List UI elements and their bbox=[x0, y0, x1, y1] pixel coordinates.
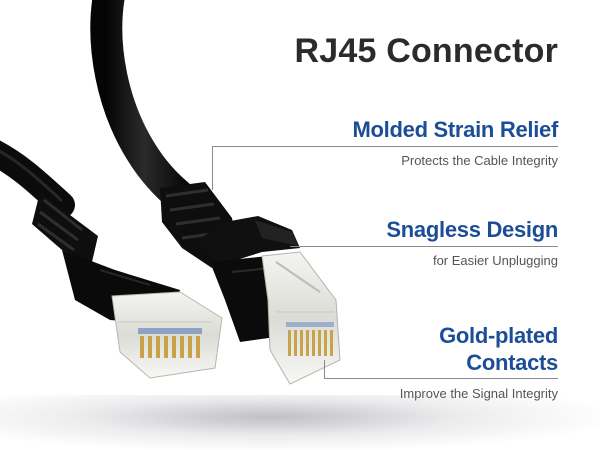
feature-strain-relief: Molded Strain Relief Protects the Cable … bbox=[352, 116, 559, 168]
feature-heading-line1: Gold-plated bbox=[439, 323, 558, 348]
right-cable bbox=[90, 0, 341, 385]
feature-description: Improve the Signal Integrity bbox=[399, 386, 558, 401]
left-cable bbox=[0, 140, 223, 379]
contacts-leader-vertical bbox=[324, 360, 325, 378]
feature-description: Protects the Cable Integrity bbox=[401, 153, 558, 168]
snagless-leader-horizontal bbox=[290, 246, 558, 247]
right-gold-contacts bbox=[288, 330, 333, 356]
feature-heading-line2: Contacts bbox=[466, 350, 558, 375]
feature-snagless-design: Snagless Design for Easier Unplugging bbox=[386, 216, 558, 268]
feature-heading: Snagless Design bbox=[386, 217, 558, 242]
left-strain-relief bbox=[32, 192, 98, 262]
feature-gold-contacts: Gold-plated Contacts Improve the Signal … bbox=[338, 322, 559, 401]
feature-heading: Molded Strain Relief bbox=[352, 117, 559, 142]
floor-shadow bbox=[0, 395, 600, 450]
right-clear-plug bbox=[261, 251, 341, 385]
left-clear-plug bbox=[111, 291, 223, 379]
strain-relief-leader-vertical bbox=[212, 146, 213, 190]
feature-description: for Easier Unplugging bbox=[432, 253, 558, 268]
strain-relief-leader-horizontal bbox=[212, 146, 558, 147]
contacts-leader-horizontal bbox=[324, 378, 558, 379]
page-title: RJ45 Connector bbox=[294, 32, 558, 70]
left-gold-contacts bbox=[140, 336, 200, 358]
